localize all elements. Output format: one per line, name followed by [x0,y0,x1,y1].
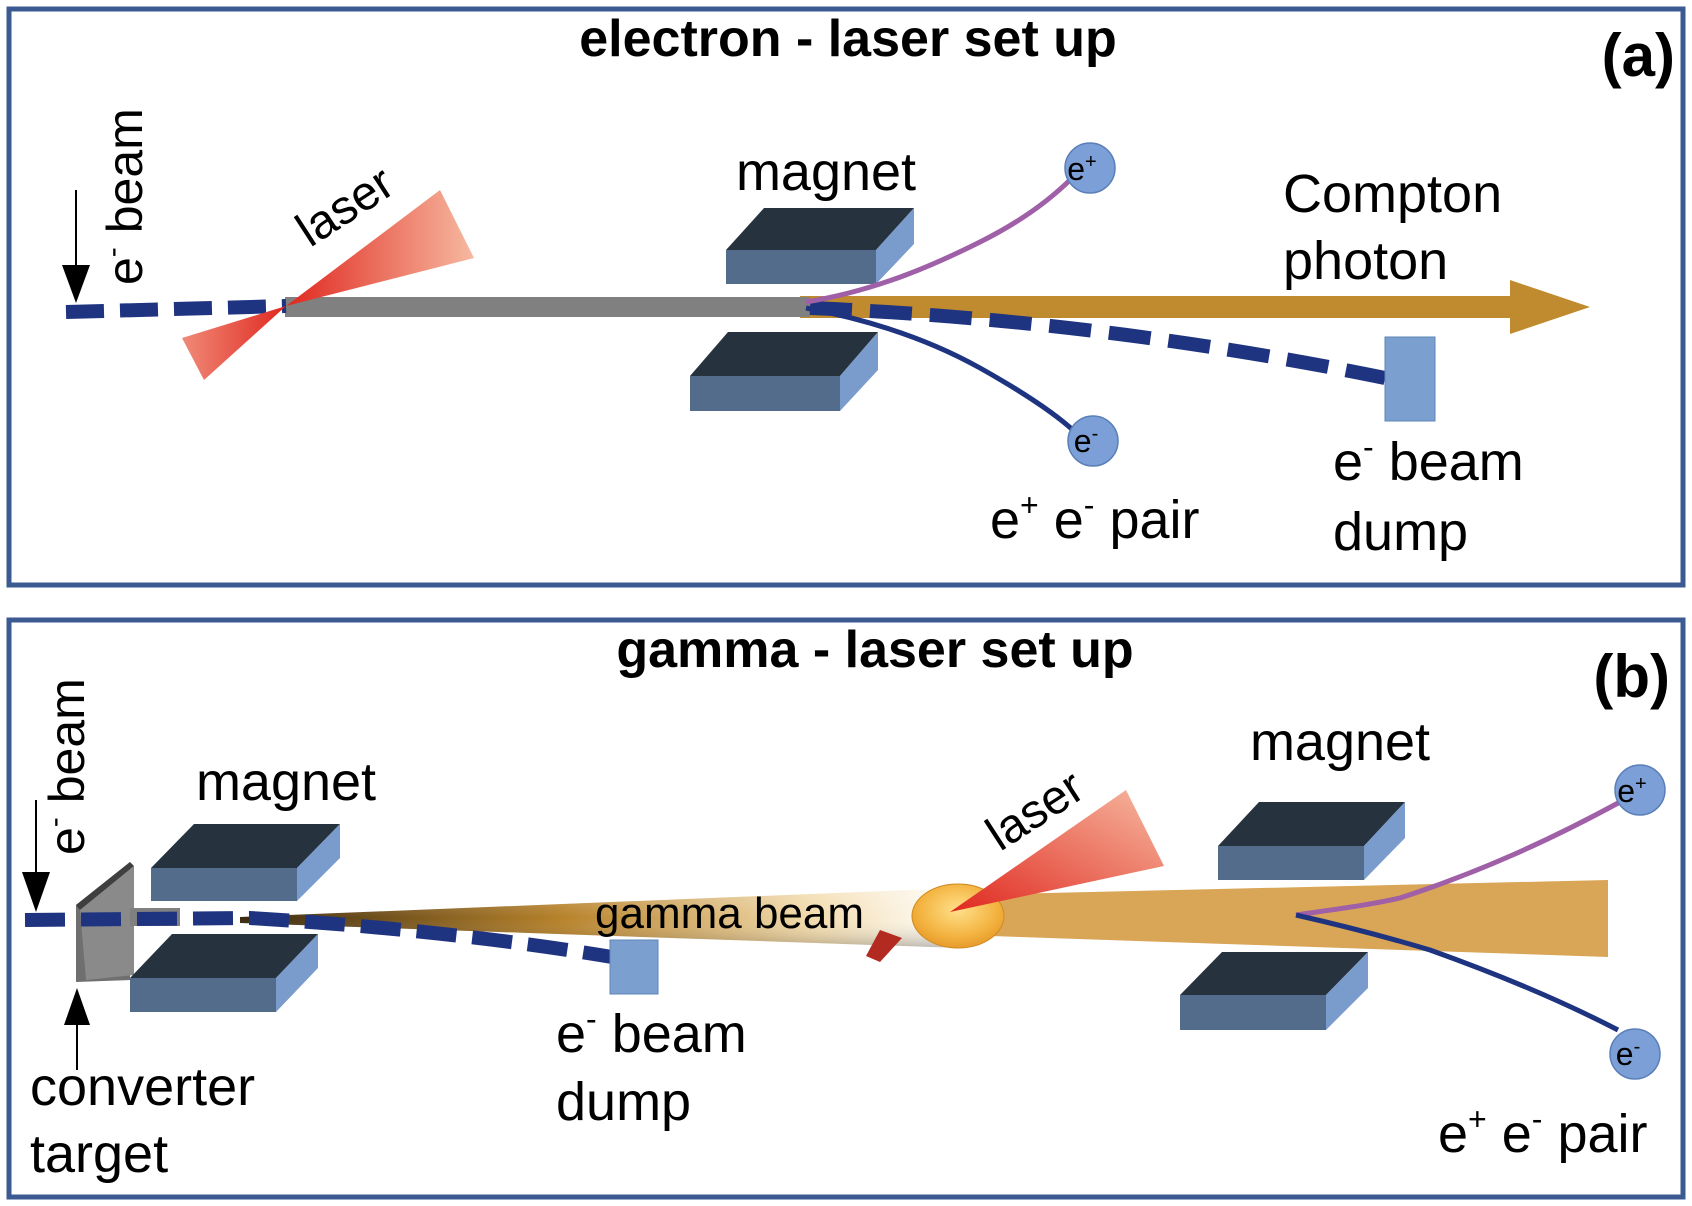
compton-label-line2: photon [1283,231,1448,291]
electron-track-a [805,305,1077,434]
laser-cone-b-lower [866,930,902,962]
converter-arrow [64,988,90,1070]
positron-track-a [805,176,1074,305]
beam-dump-a [1384,336,1436,422]
svg-text:e+: e+ [1617,773,1646,809]
magnet-upper-b-left [151,824,340,901]
electron-beam-b [24,910,614,964]
panel-b-tag: (b) [1593,643,1670,710]
gamma-beam-label: gamma beam [595,889,864,938]
laser-cone-b [950,790,1164,912]
magnet-lower-a [690,332,878,411]
converter-label-line2: target [30,1124,168,1184]
panel-a-beam-arrow [62,190,90,303]
gamma-beam [240,888,960,948]
panel-a-frame [6,6,1686,588]
positron-particle-b: e+ [1614,764,1666,816]
panel-a-tag: (a) [1602,22,1675,89]
pair-label-b: e+ e- pair [1438,1101,1648,1164]
magnet-label-a: magnet [736,142,916,202]
magnet-upper-b-right [1218,802,1405,880]
panel-b-title: gamma - laser set up [616,621,1133,679]
electron-particle-b: e- [1609,1028,1661,1080]
pair-label-a: e+ e- pair [990,487,1200,550]
panel-b-beam-arrow [22,800,50,912]
magnet-label-b-right: magnet [1250,712,1430,772]
svg-text:e-: e- [1616,1036,1640,1072]
electron-beam-deflected [809,301,1387,385]
dump-label-a-line1: e- beam [1333,429,1524,492]
svg-text:e- beam: e- beam [96,108,153,285]
beam-dump-b [609,939,659,995]
electron-beam-incoming [65,299,287,319]
panel-a-beam-label: e- beam [96,108,153,285]
magnet-lower-b-right [1180,952,1368,1030]
panel-b-beam-label: e- beam [38,678,95,855]
electron-track-b [1295,912,1620,1033]
magnet-lower-b-left [130,934,318,1012]
electron-particle-a: e- [1067,415,1119,467]
dump-label-b-line2: dump [556,1072,691,1132]
laser-cone-a [182,190,474,380]
svg-text:e+: e+ [1067,151,1096,187]
svg-text:e-: e- [1074,423,1098,459]
converter-label-line1: converter [30,1057,255,1117]
magnet-upper-a [726,208,914,284]
positron-particle-a: e+ [1064,142,1116,194]
dump-label-a-line2: dump [1333,502,1468,562]
panel-a-title: electron - laser set up [579,10,1117,68]
magnet-label-b-left: magnet [196,752,376,812]
svg-text:e- beam: e- beam [38,678,95,855]
dump-label-b-line1: e- beam [556,1001,747,1064]
panel-b-frame [6,617,1686,1200]
compton-label-line1: Compton [1283,164,1502,224]
interaction-beamline [285,297,810,317]
positron-track-b [1295,799,1622,918]
compton-photon-arrow [800,280,1590,334]
gamma-cone-wide [960,880,1608,957]
